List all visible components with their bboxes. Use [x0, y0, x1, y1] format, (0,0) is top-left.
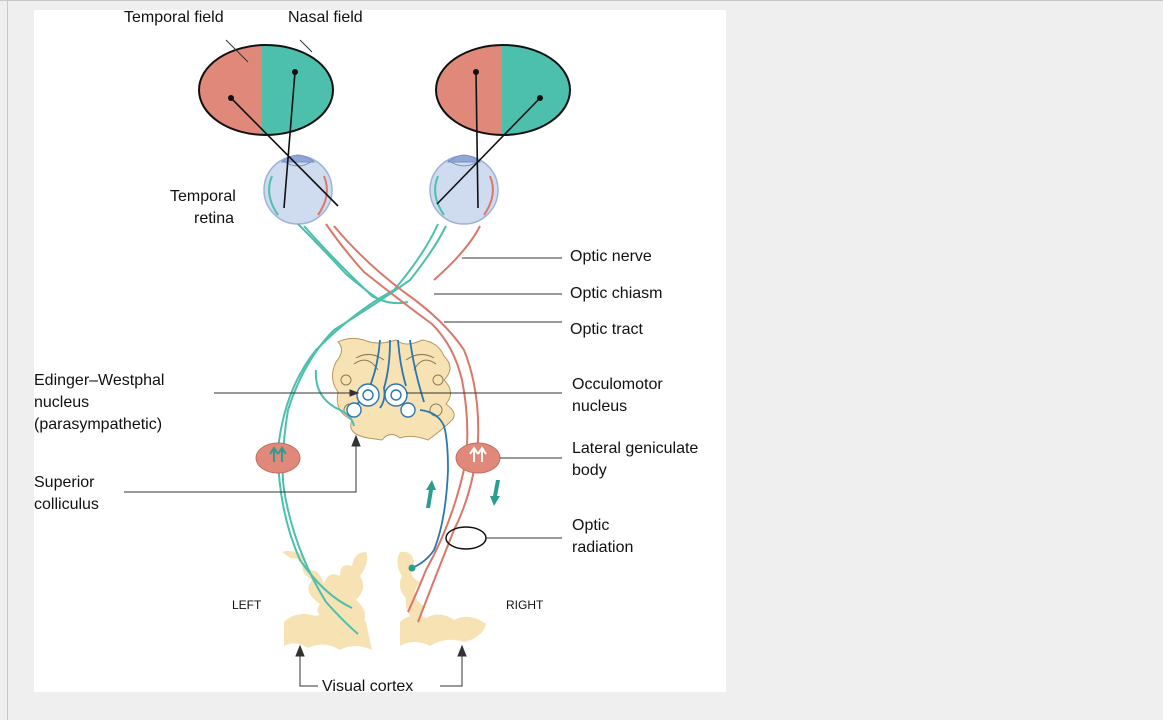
edinger-westphal-label-line3: (parasympathetic) — [34, 414, 162, 436]
optic-nerve-label: Optic nerve — [570, 246, 652, 268]
right-visual-field — [434, 40, 582, 140]
superior-colliculus-label-line1: Superior — [34, 472, 94, 494]
right-temporal-field-half — [434, 40, 502, 140]
right-hemisphere-label: RIGHT — [506, 598, 543, 612]
nasal-field-label: Nasal field — [288, 7, 363, 29]
lateral-geniculate-label-line1: Lateral geniculate — [572, 438, 698, 460]
visual-cortex-shapes — [282, 551, 486, 650]
temporal-field-label: Temporal field — [124, 7, 224, 29]
left-visual-field — [194, 40, 342, 140]
left-nasal-field-half — [262, 40, 342, 140]
occulomotor-left-nucleus — [347, 403, 361, 417]
visual-pathway-figure: Temporal field Nasal field Temporal reti… — [34, 10, 726, 692]
cortex-dot — [409, 565, 416, 572]
visual-pathway-diagram — [34, 10, 726, 692]
window-left-border — [7, 0, 8, 720]
occulomotor-label-line1: Occulomotor — [572, 374, 663, 396]
optic-radiation-label-line1: Optic — [572, 515, 609, 537]
edinger-westphal-label-line2: nucleus — [34, 392, 89, 414]
window-top-border — [0, 0, 1163, 1]
temporal-retina-label-line2: retina — [194, 208, 234, 230]
direction-arrows — [426, 480, 500, 508]
optic-chiasm-label: Optic chiasm — [570, 283, 662, 305]
right-lgb — [456, 443, 500, 473]
optic-radiation-marker — [446, 527, 486, 549]
optic-tract-label: Optic tract — [570, 319, 643, 341]
occulomotor-label-line2: nucleus — [572, 396, 627, 418]
right-eyeball — [430, 155, 498, 224]
visual-cortex-label: Visual cortex — [322, 676, 413, 698]
left-hemisphere-label: LEFT — [232, 598, 261, 612]
lateral-geniculate-label-line2: body — [572, 460, 607, 482]
temporal-retina-label-line1: Temporal — [170, 186, 236, 208]
left-lgb — [256, 443, 300, 473]
occulomotor-right-nucleus — [401, 403, 415, 417]
left-temporal-field-half — [194, 40, 262, 140]
edinger-westphal-label-line1: Edinger–Westphal — [34, 370, 164, 392]
superior-colliculus-label-line2: colliculus — [34, 494, 99, 516]
optic-radiation-label-line2: radiation — [572, 537, 633, 559]
